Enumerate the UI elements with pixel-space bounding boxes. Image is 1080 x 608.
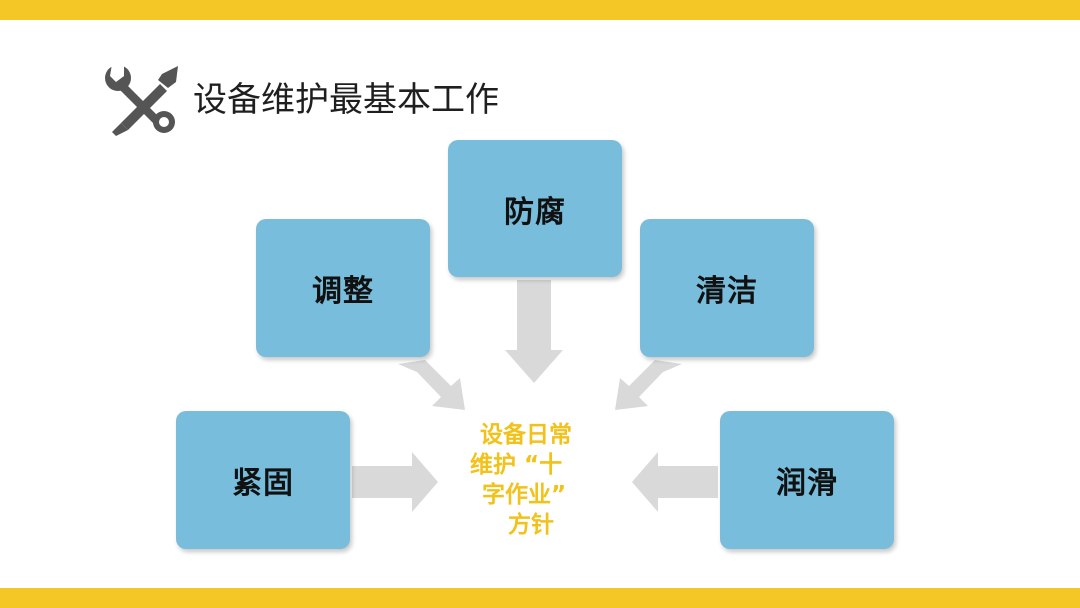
center-label: 设备日常 维护 “十 字作业” 方针 bbox=[462, 420, 618, 540]
center-line-4: 方针 bbox=[508, 512, 554, 538]
box-runhua: 润滑 bbox=[720, 411, 894, 549]
center-line-3: 字作业” bbox=[482, 482, 567, 508]
arrow-from-runhua bbox=[632, 452, 718, 512]
center-line-1: 设备日常 bbox=[480, 422, 572, 448]
page-title: 设备维护最基本工作 bbox=[193, 80, 499, 120]
box-fangfu: 防腐 bbox=[448, 140, 622, 277]
arrow-from-fangfu bbox=[505, 280, 563, 383]
arrow-from-qingjie bbox=[615, 360, 682, 410]
arrow-from-tiaozheng bbox=[398, 360, 465, 410]
center-line-2: 维护 “十 bbox=[470, 452, 563, 478]
top-accent-bar bbox=[0, 0, 1080, 20]
wrench-screwdriver-icon bbox=[105, 64, 178, 136]
box-qingjie: 清洁 bbox=[640, 219, 814, 357]
box-tiaozheng: 调整 bbox=[256, 219, 430, 357]
arrow-from-jingu bbox=[352, 452, 438, 512]
bottom-accent-bar bbox=[0, 588, 1080, 608]
box-jingu: 紧固 bbox=[176, 411, 350, 549]
